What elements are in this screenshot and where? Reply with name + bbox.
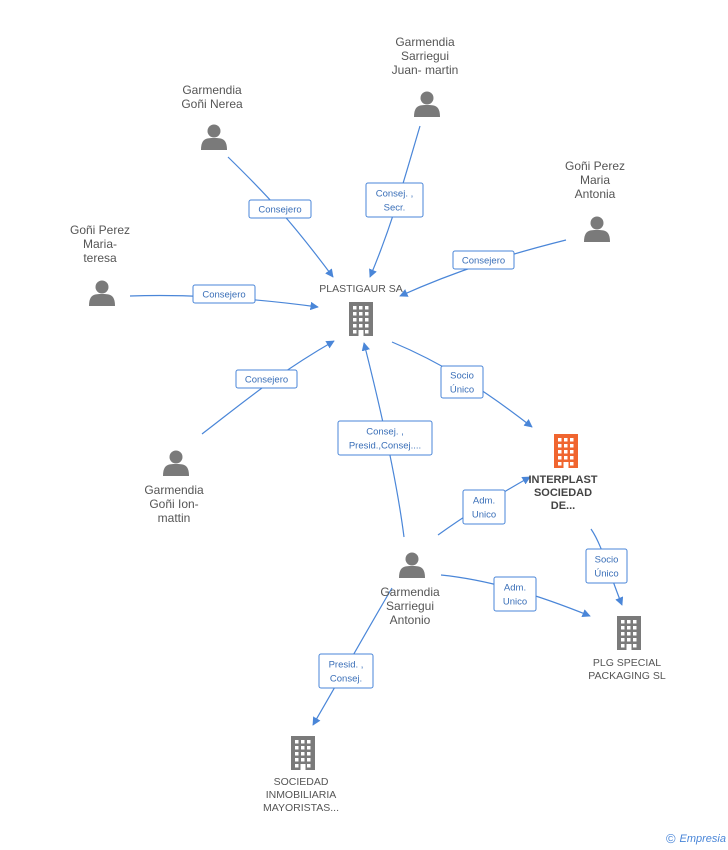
brand-logo[interactable]: Empresia <box>679 832 726 845</box>
edge-label-text: Secr. <box>384 203 406 214</box>
edge-label-text: Consej. <box>330 674 362 685</box>
edge-label-box[interactable] <box>493 576 537 612</box>
edge-label-box[interactable] <box>318 653 374 689</box>
building-icon-plastigaur[interactable] <box>349 302 373 336</box>
node-label-antonio[interactable]: Garmendia Sarriegui Antonio <box>380 585 440 627</box>
person-icon-juanmartin[interactable] <box>414 91 440 118</box>
footer: © Empresia <box>666 831 726 846</box>
edge-label-box[interactable] <box>365 182 424 218</box>
edge-antonio-interplast: Adm. Unico <box>437 476 531 536</box>
edge-line <box>312 587 393 726</box>
edge-label-text: Adm. <box>473 496 495 507</box>
edge-label-text: Adm. <box>504 583 526 594</box>
edge-label-text: Consej. , <box>366 427 404 438</box>
edge-label-text: Consej. , <box>376 189 414 200</box>
node-label-sociedad[interactable]: SOCIEDAD INMOBILIARIA MAYORISTAS... <box>262 776 340 814</box>
edge-label-text: Presid.,Consej.... <box>349 441 421 452</box>
edge-antonio-sociedad: Presid. , Consej. <box>312 587 393 726</box>
node-label-plg[interactable]: PLG SPECIAL PACKAGING SL <box>588 657 666 682</box>
edge-label-box[interactable] <box>248 199 312 219</box>
node-label-plastigaur[interactable]: PLASTIGAUR SA <box>319 283 403 295</box>
edge-label-text: Consejero <box>258 205 301 216</box>
edge-label-box[interactable] <box>585 548 628 584</box>
edge-label-box[interactable] <box>192 284 256 304</box>
edge-ionmattin-plastigaur: Consejero <box>201 340 335 435</box>
person-icon-mariateresa[interactable] <box>89 280 115 307</box>
person-icon-nerea[interactable] <box>201 124 227 151</box>
edge-label-text: Consejero <box>462 256 505 267</box>
edge-label-text: Unico <box>503 597 527 608</box>
edge-label-text: Socio <box>595 555 619 566</box>
edge-label-box[interactable] <box>440 365 484 399</box>
edge-label-box[interactable] <box>462 489 506 525</box>
person-icon-ionmattin[interactable] <box>163 450 189 477</box>
edge-antonio-plastigaur: Consej. , Presid.,Consej.... <box>337 342 433 538</box>
node-label-nerea[interactable]: Garmendia Goñi Nerea <box>181 83 243 111</box>
node-label-juanmartin[interactable]: Garmendia Sarriegui Juan- martin <box>391 35 459 77</box>
building-icon-sociedad[interactable] <box>291 736 315 770</box>
edge-label-box[interactable] <box>452 250 515 270</box>
edge-label-text: Consejero <box>202 290 245 301</box>
node-label-mariaantonia[interactable]: Goñi Perez Maria Antonia <box>564 159 626 201</box>
node-label-interplast[interactable]: INTERPLAST SOCIEDAD DE... <box>528 474 598 512</box>
edge-label-text: Único <box>450 385 474 396</box>
edge-label-box[interactable] <box>337 420 433 456</box>
edge-label-text: Consejero <box>245 375 288 386</box>
edge-label-text: Unico <box>472 510 496 521</box>
edge-label-box[interactable] <box>235 369 298 389</box>
edge-nerea-plastigaur: Consejero <box>227 156 334 278</box>
edge-mariateresa-plastigaur: Consejero <box>129 284 319 311</box>
edge-label-text: Presid. , <box>329 660 364 671</box>
building-icon-interplast[interactable] <box>554 434 578 468</box>
edge-antonio-plg: Adm. Unico <box>440 574 591 618</box>
edge-mariaantonia-plastigaur: Consejero <box>399 239 567 297</box>
edge-label-text: Socio <box>450 371 474 382</box>
edge-juanmartin-plastigaur: Consej. , Secr. <box>365 125 424 278</box>
person-icon-antonio[interactable] <box>399 552 425 579</box>
edge-label-text: Único <box>594 569 618 580</box>
edge-line <box>201 340 335 435</box>
person-icon-mariaantonia[interactable] <box>584 216 610 243</box>
building-icon-plg[interactable] <box>617 616 641 650</box>
copyright-icon: © <box>665 831 676 846</box>
node-label-mariateresa[interactable]: Goñi Perez Maria- teresa <box>69 223 131 265</box>
node-label-ionmattin[interactable]: Garmendia Goñi Ion- mattin <box>144 483 204 525</box>
